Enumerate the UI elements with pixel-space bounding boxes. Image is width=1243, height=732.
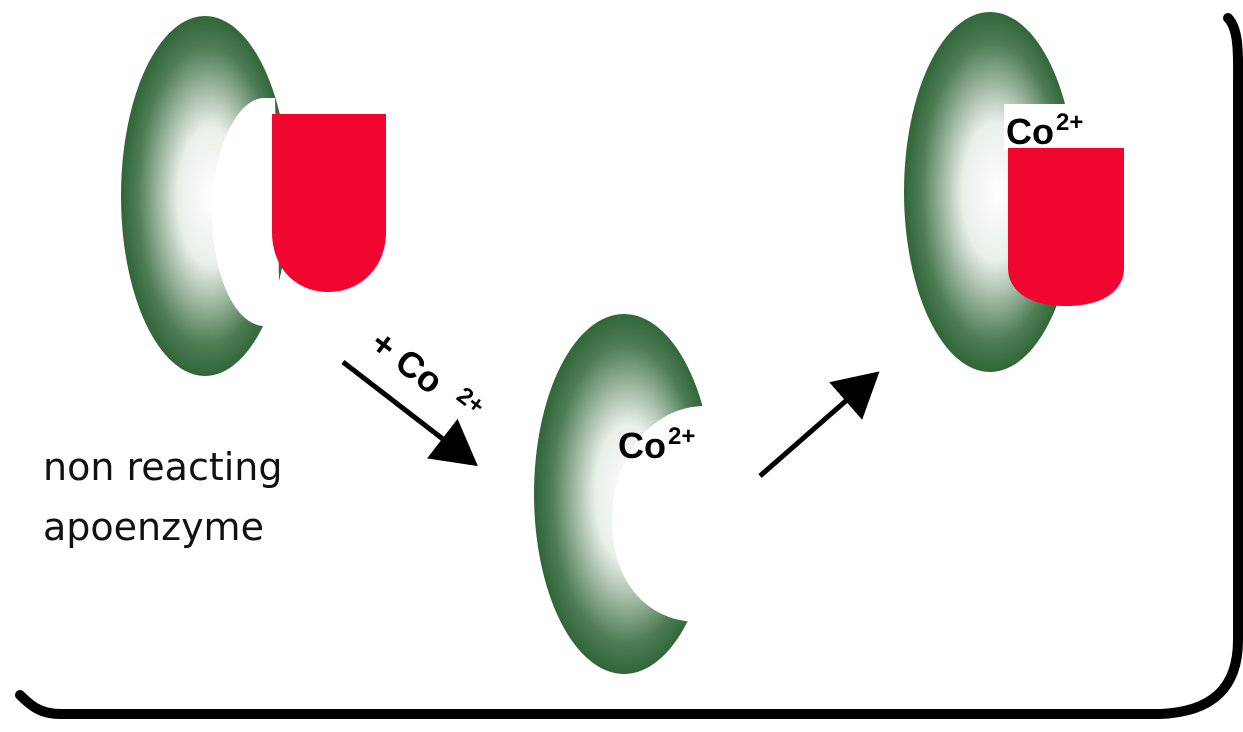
enzyme-middle: Co 2+ [534,314,720,674]
panel-frame [15,13,1243,719]
holoenzyme-right: Co 2+ [904,12,1124,372]
substrate-u-shape-icon [1008,148,1124,306]
arrow-icon-step-2 [758,371,880,478]
ion-background [1004,104,1120,150]
cobalt-charge-middle: 2+ [668,423,695,450]
cobalt-ion-middle: Co [618,425,666,466]
cobalt-charge-right: 2+ [1056,109,1083,136]
cobalt-ion-right: Co [1006,111,1054,152]
step-label: + Co 2+ [363,322,489,420]
substrate-u-shape-icon [272,114,386,292]
enzyme-cavity [212,98,280,326]
svg-text:2+: 2+ [451,382,489,420]
apoenzyme-left [121,16,386,376]
caption-line-2: apoenzyme [43,505,264,549]
enzyme-opening [612,406,720,622]
caption-line-1: non reacting [43,445,283,489]
arrow-icon-step-1 [341,360,478,467]
